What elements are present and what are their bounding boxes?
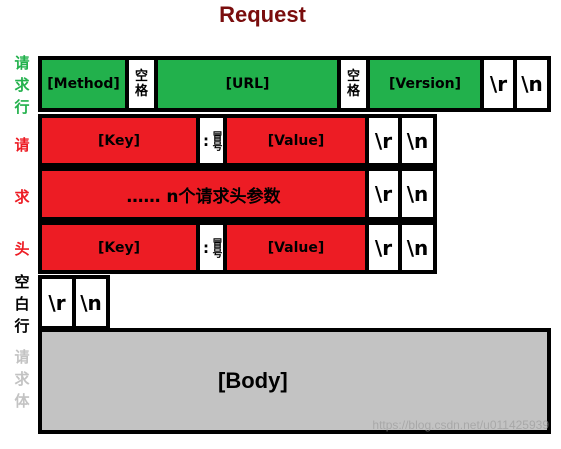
side-char: 头 bbox=[14, 240, 30, 258]
colon-text: 冒号 bbox=[210, 237, 221, 258]
side-char: 空 bbox=[14, 273, 30, 291]
lf-cell: \n bbox=[76, 279, 106, 326]
header-params-cell: …… n个请求头参数 bbox=[42, 171, 365, 217]
lf-cell: \n bbox=[402, 171, 433, 217]
side-char: 行 bbox=[14, 98, 30, 116]
side-char: 求 bbox=[14, 76, 30, 94]
header-key-cell: [Key] bbox=[42, 225, 196, 270]
space-char: 格 bbox=[346, 84, 360, 99]
side-char: 行 bbox=[14, 317, 30, 335]
header-key-cell: [Key] bbox=[42, 118, 196, 163]
space-cell-1: 空 格 bbox=[129, 60, 154, 108]
side-label-headers-1: 请 bbox=[10, 134, 34, 156]
colon-text: 冒号 bbox=[210, 130, 221, 151]
side-char: 请 bbox=[14, 348, 30, 366]
cr-cell: \r bbox=[484, 60, 513, 108]
side-char: 请 bbox=[14, 136, 30, 154]
colon-cell: : 冒号 bbox=[200, 118, 223, 163]
side-label-headers-3: 头 bbox=[10, 238, 34, 260]
version-cell: [Version] bbox=[370, 60, 480, 108]
lf-cell: \n bbox=[402, 225, 433, 270]
url-cell: [URL] bbox=[158, 60, 337, 108]
lf-cell: \n bbox=[517, 60, 547, 108]
method-cell: [Method] bbox=[42, 60, 125, 108]
lf-cell: \n bbox=[402, 118, 433, 163]
side-char: 求 bbox=[14, 188, 30, 206]
cr-cell: \r bbox=[369, 118, 398, 163]
colon-char: : bbox=[203, 238, 209, 257]
space-char: 格 bbox=[134, 84, 148, 99]
space-char: 空 bbox=[134, 69, 148, 84]
cr-cell: \r bbox=[42, 279, 72, 326]
side-char: 体 bbox=[14, 392, 30, 410]
cr-cell: \r bbox=[369, 225, 398, 270]
cr-cell: \r bbox=[369, 171, 398, 217]
colon-cell: : 冒号 bbox=[200, 225, 223, 270]
side-label-body: 请 求 体 bbox=[10, 346, 34, 412]
side-label-blank-line: 空 白 行 bbox=[10, 271, 34, 337]
colon-char: : bbox=[203, 131, 209, 150]
side-label-headers-2: 求 bbox=[10, 186, 34, 208]
side-char: 白 bbox=[14, 295, 30, 313]
watermark: https://blog.csdn.net/u011425939 bbox=[372, 418, 549, 432]
side-label-request-line: 请 求 行 bbox=[10, 52, 34, 118]
space-cell-2: 空 格 bbox=[341, 60, 366, 108]
diagram-title: Request bbox=[219, 2, 306, 27]
side-char: 求 bbox=[14, 370, 30, 388]
body-cell: [Body] bbox=[42, 332, 547, 430]
header-value-cell: [Value] bbox=[227, 118, 365, 163]
side-char: 请 bbox=[14, 54, 30, 72]
header-value-cell: [Value] bbox=[227, 225, 365, 270]
space-char: 空 bbox=[346, 69, 360, 84]
